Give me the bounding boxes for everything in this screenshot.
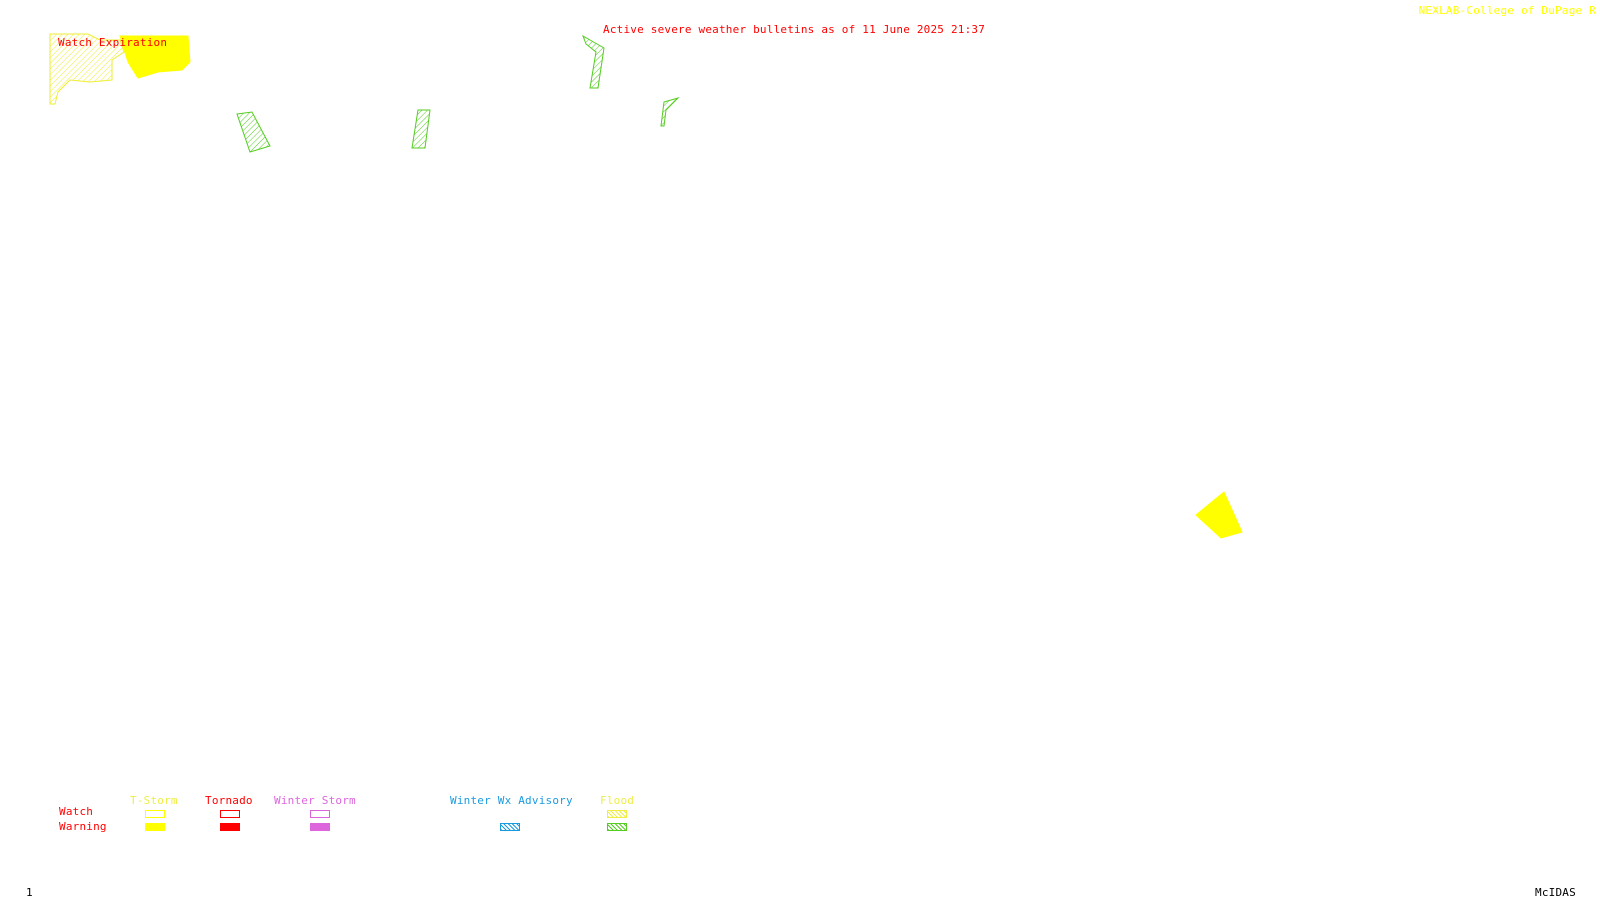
legend-swatch-winter-storm-watch — [310, 810, 330, 818]
software-label: McIDAS — [1535, 886, 1576, 899]
legend-label-flood: Flood — [600, 794, 635, 807]
legend-swatch-tornado-warning — [220, 823, 240, 831]
flood-polygon — [236, 111, 271, 153]
source-label: NEXLAB-College of DuPage R — [1418, 4, 1596, 17]
legend-swatch-flood-watch — [607, 810, 627, 818]
legend-swatch-tornado-watch — [220, 810, 240, 818]
legend-swatch-winter-advisory-warning — [500, 823, 520, 831]
flood-polygon — [660, 96, 680, 127]
legend-swatch-flood-warning — [607, 823, 627, 831]
watch-expiration-area — [49, 33, 191, 105]
legend-swatch-tstorm-watch — [145, 810, 165, 818]
legend-label-winter-advisory: Winter Wx Advisory — [450, 794, 573, 807]
legend-swatch-winter-storm-warning — [310, 823, 330, 831]
watch-expiration-label: Watch Expiration — [58, 36, 168, 49]
legend-row-watch: Watch — [59, 805, 94, 818]
legend-label-tornado: Tornado — [205, 794, 253, 807]
legend-row-warning: Warning — [59, 820, 107, 833]
legend-swatch-tstorm-warning — [145, 823, 165, 831]
flood-polygon — [582, 34, 605, 89]
bulletin-title: Active severe weather bulletins as of 11… — [603, 23, 986, 36]
legend-label-winter-storm: Winter Storm — [274, 794, 356, 807]
flood-polygon — [411, 109, 431, 149]
frame-number: 1 — [26, 886, 33, 899]
flood-warning-polygons — [236, 34, 680, 153]
legend-label-tstorm: T-Storm — [130, 794, 178, 807]
tstorm-warning-polygon — [1195, 491, 1243, 539]
